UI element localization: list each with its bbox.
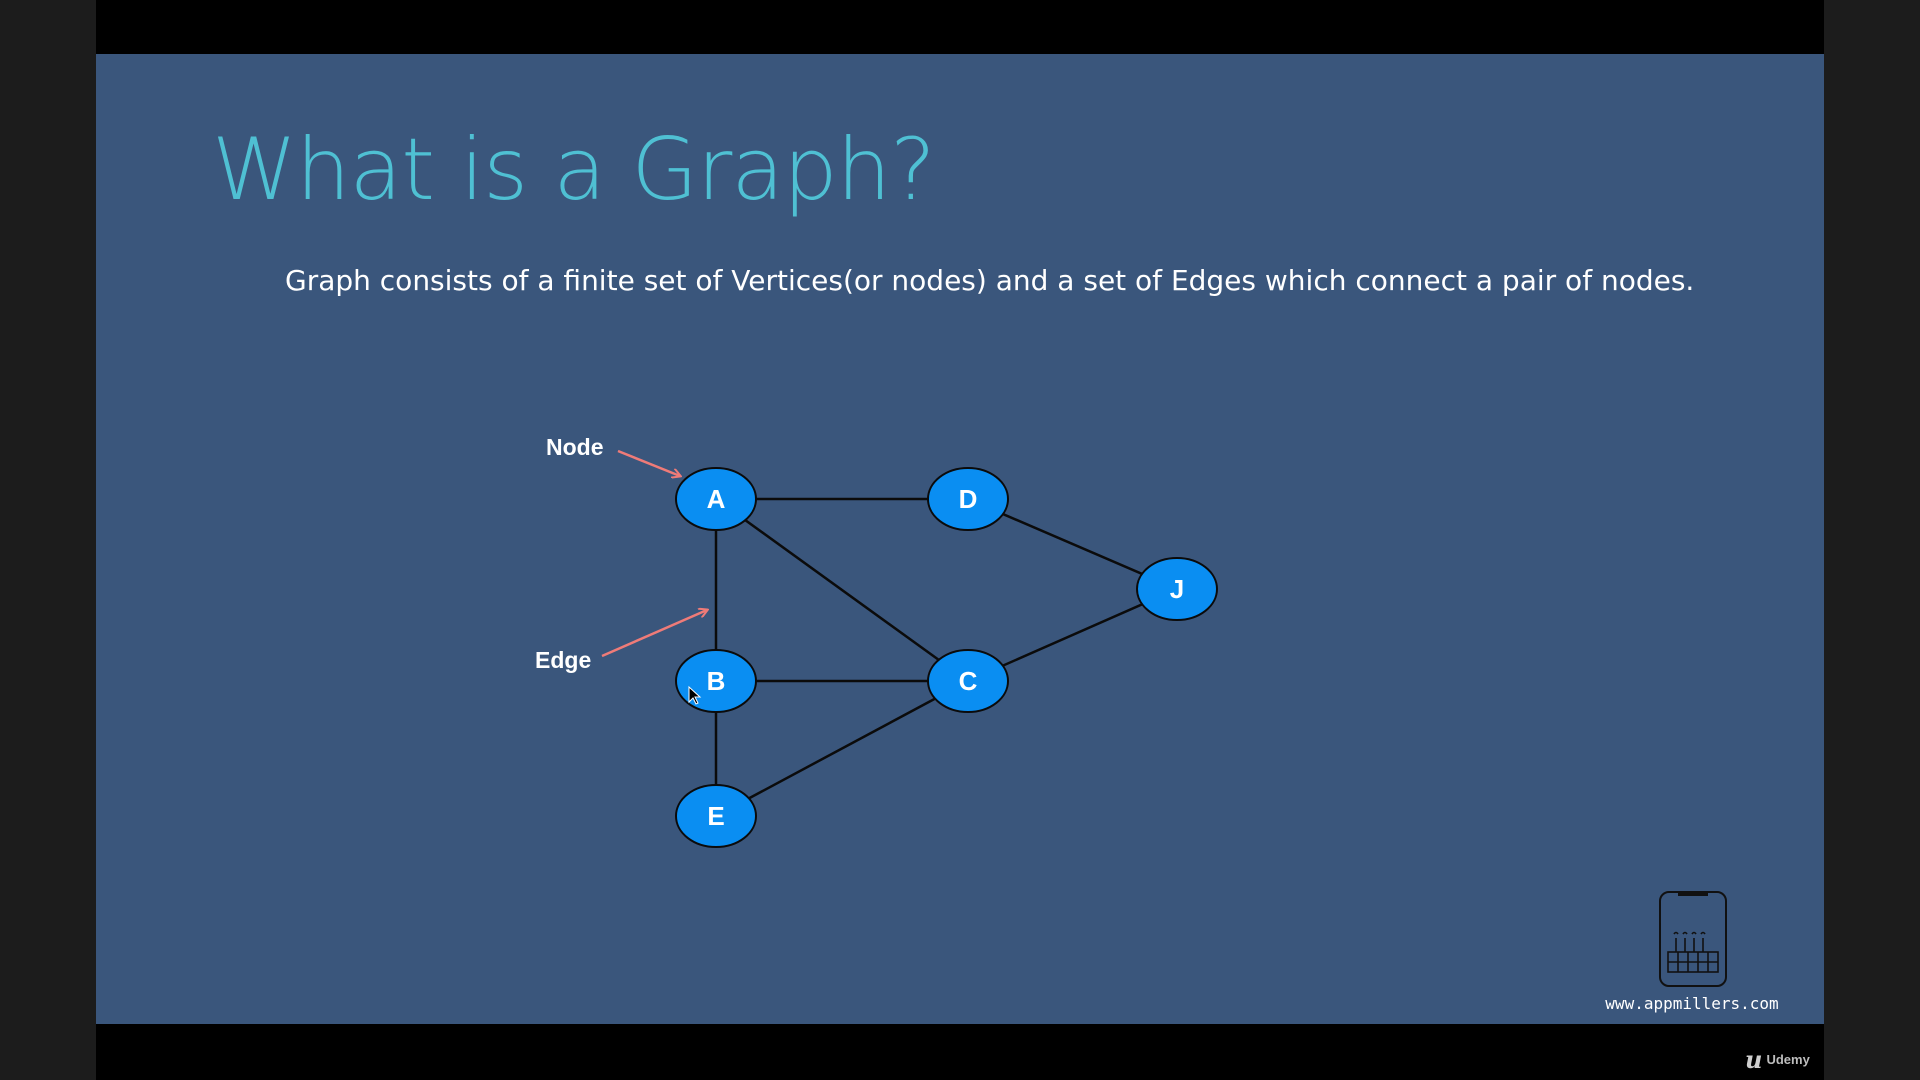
node-e-label: E [707, 801, 724, 831]
node-b-label: B [707, 666, 726, 696]
node-a: A [675, 467, 757, 531]
video-player-left-margin [0, 0, 96, 1080]
udemy-label: Udemy [1766, 1052, 1810, 1067]
node-annotation-label: Node [546, 434, 604, 460]
video-player-right-margin [1824, 0, 1920, 1080]
nodes-group: A D J B C E [675, 467, 1218, 848]
edge-c-e [715, 679, 969, 818]
node-j-label: J [1170, 574, 1184, 604]
node-b: B [675, 649, 757, 713]
edge-annotation-arrow [601, 610, 707, 658]
node-c-label: C [959, 666, 978, 696]
factory-phone-icon [1659, 891, 1727, 987]
node-e-shape [675, 784, 757, 848]
node-d-shape [927, 467, 1009, 531]
website-url: www.appmillers.com [1605, 994, 1779, 1013]
node-j: J [1136, 557, 1218, 621]
node-a-label: A [707, 484, 726, 514]
edge-annotation-label: Edge [535, 647, 591, 673]
annotations-group: Node Edge [535, 434, 707, 673]
udemy-logo-icon: u [1745, 1045, 1763, 1074]
node-e: E [675, 784, 757, 848]
node-d-label: D [959, 484, 978, 514]
node-j-shape [1136, 557, 1218, 621]
node-annotation-arrow [617, 449, 680, 476]
slide-title: What is a Graph? [212, 120, 936, 220]
node-d: D [927, 467, 1009, 531]
graph-diagram: Node Edge A D J B C E [535, 434, 1218, 848]
edge-a-c [715, 497, 969, 683]
node-c: C [927, 649, 1009, 713]
udemy-watermark: u Udemy [1745, 1045, 1810, 1074]
slide: What is a Graph? Graph consists of a fin… [96, 54, 1824, 1024]
node-a-shape [675, 467, 757, 531]
node-c-shape [927, 649, 1009, 713]
mouse-cursor-icon [688, 685, 702, 705]
slide-subtitle: Graph consists of a finite set of Vertic… [285, 264, 1695, 297]
